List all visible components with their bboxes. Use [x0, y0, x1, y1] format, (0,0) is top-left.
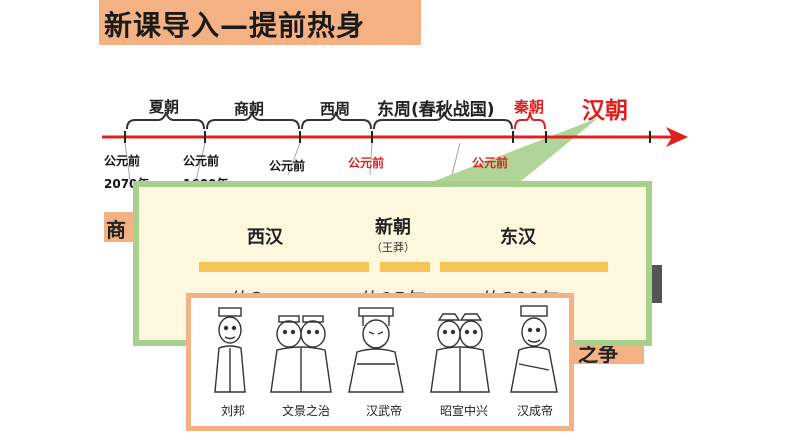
- dynasty-qin: 秦朝: [514, 98, 545, 116]
- period-bar-donghan: [440, 262, 608, 272]
- dynasty-han: 汉朝: [582, 98, 628, 124]
- page-title: 新课导入—提前热身: [104, 9, 366, 42]
- dynasty-xia: 夏朝: [149, 98, 180, 116]
- brace-dongzhou: [373, 111, 513, 130]
- behind-dark-block: [652, 265, 662, 303]
- figure-hanchengdi: [510, 305, 558, 393]
- behind-text-left: 商: [106, 218, 126, 242]
- caption-hanchengdi: 汉成帝: [516, 404, 553, 418]
- caption-liubang: 刘邦: [220, 404, 245, 418]
- date-dongzhou-start: 公元前: [348, 156, 385, 170]
- period-bar-xinchao: [380, 262, 430, 272]
- brace-xia: [126, 111, 205, 130]
- dynasty-dongzhou: 东周(春秋战国): [377, 100, 495, 120]
- timeline-ticks: [124, 131, 651, 143]
- behind-label-left: [104, 212, 138, 242]
- brace-shang: [206, 111, 300, 130]
- caption-wenjing: 文景之治: [281, 404, 330, 418]
- period-name-xinchao: 新朝: [375, 217, 411, 238]
- callout-wedge: [432, 118, 598, 182]
- figure-zhaoxuan: [430, 313, 490, 393]
- period-name-xihan: 西汉: [247, 227, 283, 248]
- dynasty-xizhou: 西周: [320, 100, 351, 118]
- brace-qin: [514, 111, 546, 130]
- behind-text-right: 之争: [578, 342, 618, 366]
- date-xizhou-start: 公元前: [269, 159, 306, 173]
- dynasty-shang: 商朝: [234, 100, 265, 118]
- emperor-figures: [214, 305, 558, 393]
- figure-hanwudi: [348, 307, 404, 393]
- brace-xizhou: [301, 111, 372, 130]
- han-emperors-popup: 刘邦 文景之治 汉武帝 昭宣中兴 汉成帝: [186, 293, 574, 431]
- figure-wenjing: [270, 315, 332, 393]
- date-qin-start: 公元前: [472, 156, 509, 170]
- period-name-donghan: 东汉: [500, 227, 536, 248]
- figure-liubang: [214, 307, 246, 393]
- period-sub-xinchao: （王莽）: [371, 241, 415, 254]
- period-bar-xihan: [199, 262, 369, 272]
- title-banner: [99, 0, 421, 45]
- timeline-arrowhead: [666, 127, 688, 147]
- caption-zhaoxuan: 昭宣中兴: [439, 404, 488, 418]
- caption-hanwudi: 汉武帝: [365, 404, 402, 418]
